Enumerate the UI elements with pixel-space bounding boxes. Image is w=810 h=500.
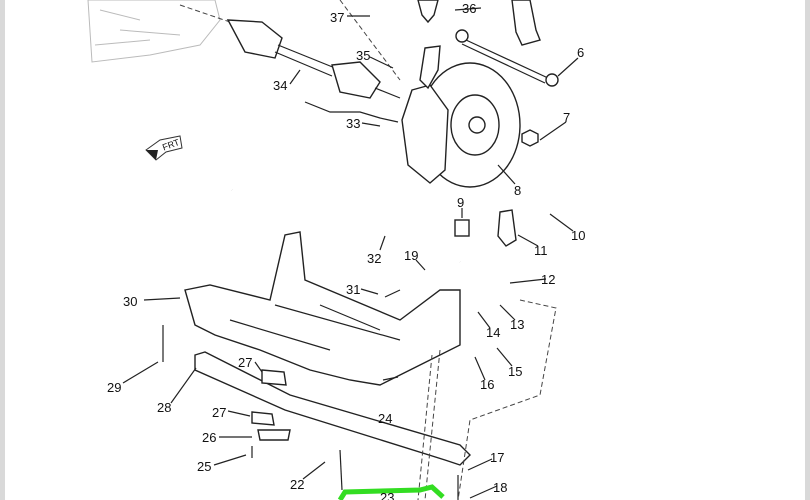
insulator [261,369,287,386]
callouts: 37 36 35 34 33 6 7 8 9 10 11 32 19 12 31… [107,1,585,500]
callout-27-upper: 27 [238,355,252,370]
bushing [454,219,470,237]
callout-13: 13 [510,317,524,332]
leader-lines [122,7,579,499]
callout-25: 25 [197,459,211,474]
ball-joint [417,0,439,24]
callout-22: 22 [290,477,304,492]
callout-26: 26 [202,430,216,445]
callout-7: 7 [563,110,570,125]
callout-8: 8 [514,183,521,198]
right-border [805,0,810,500]
callout-33: 33 [346,116,360,131]
wheel-speed-sensor [304,101,399,123]
lower-tie-bar [194,351,471,466]
bolts [162,289,459,500]
callout-15: 15 [508,364,522,379]
callout-11: 11 [534,243,548,258]
steering-knuckle [419,45,441,90]
frame-detail [229,304,401,351]
left-border [0,0,5,500]
highlight-marker [337,484,445,500]
callout-37: 37 [330,10,344,25]
callout-14: 14 [486,325,500,340]
bracket-26 [257,429,291,441]
callout-24: 24 [378,411,392,426]
callout-12: 12 [541,272,555,287]
transmission-housing [87,0,221,63]
insulator-lower [251,411,275,426]
callout-36: 36 [462,1,476,16]
callout-19: 19 [404,248,418,263]
callout-27-lower: 27 [212,405,226,420]
callout-30: 30 [123,294,137,309]
stabilizer-bar-fill [229,187,462,266]
callout-28: 28 [157,400,171,415]
drive-axle [179,4,401,99]
shock-absorber [511,0,541,46]
callout-32: 32 [367,251,381,266]
brake-caliper [401,84,449,184]
callout-35: 35 [356,48,370,63]
front-arrow-icon: FRT [145,135,183,161]
guide-lines [417,299,557,500]
control-link [455,29,559,87]
callout-34: 34 [273,78,287,93]
callout-29: 29 [107,380,121,395]
callout-18: 18 [493,480,507,495]
callout-16: 16 [480,377,494,392]
callout-17: 17 [490,450,504,465]
nut [521,129,539,147]
bracket [497,209,517,247]
callout-31: 31 [346,282,360,297]
callout-6: 6 [577,45,584,60]
callout-23: 23 [380,490,394,500]
front-crossmember [184,231,461,386]
callout-10: 10 [571,228,585,243]
callout-9: 9 [457,195,464,210]
